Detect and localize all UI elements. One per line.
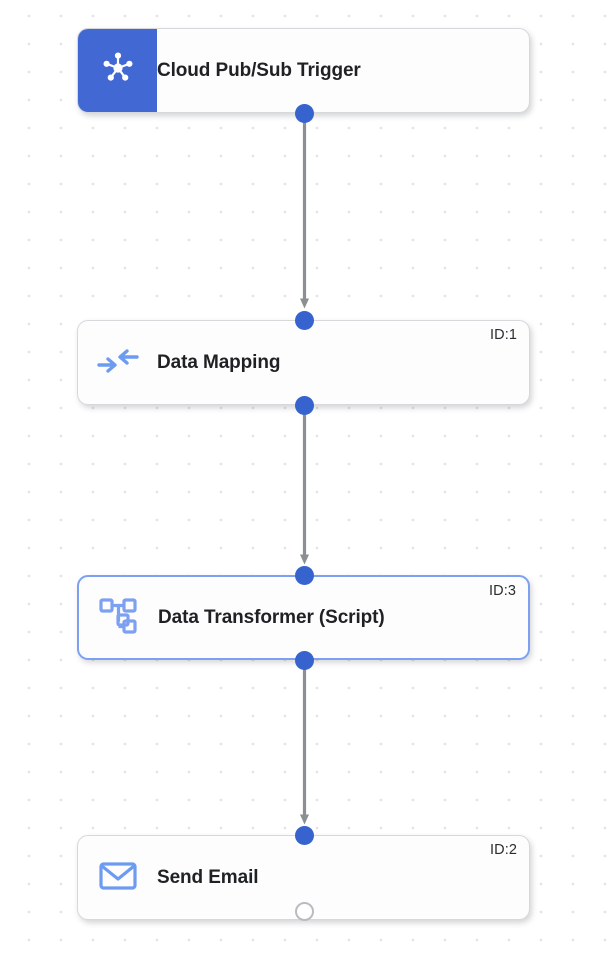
envelope-icon — [98, 858, 138, 897]
node-icon-container — [78, 836, 157, 919]
merge-arrows-icon — [96, 344, 139, 381]
port-input-data-mapping[interactable] — [295, 311, 314, 330]
node-data-mapping[interactable]: Data Mapping ID:1 — [77, 320, 530, 405]
node-icon-container — [78, 29, 157, 112]
node-id-label: ID:3 — [489, 583, 516, 599]
port-output-trigger[interactable] — [295, 104, 314, 123]
node-id-label: ID:1 — [490, 327, 517, 343]
node-id-label: ID:2 — [490, 842, 517, 858]
account-tree-icon — [98, 595, 140, 640]
port-output-data-mapping[interactable] — [295, 396, 314, 415]
node-data-transformer-script[interactable]: Data Transformer (Script) ID:3 — [77, 575, 530, 660]
node-title: Data Transformer (Script) — [158, 606, 385, 628]
node-title: Data Mapping — [157, 351, 281, 373]
port-output-data-transformer[interactable] — [295, 651, 314, 670]
node-icon-container — [79, 577, 158, 658]
port-output-send-email[interactable] — [295, 902, 314, 921]
node-title: Send Email — [157, 866, 259, 888]
node-cloud-pubsub-trigger[interactable]: Cloud Pub/Sub Trigger — [77, 28, 530, 113]
pubsub-hub-icon — [98, 48, 138, 93]
port-input-data-transformer[interactable] — [295, 566, 314, 585]
node-title: Cloud Pub/Sub Trigger — [157, 59, 361, 81]
node-icon-container — [78, 321, 157, 404]
port-input-send-email[interactable] — [295, 826, 314, 845]
